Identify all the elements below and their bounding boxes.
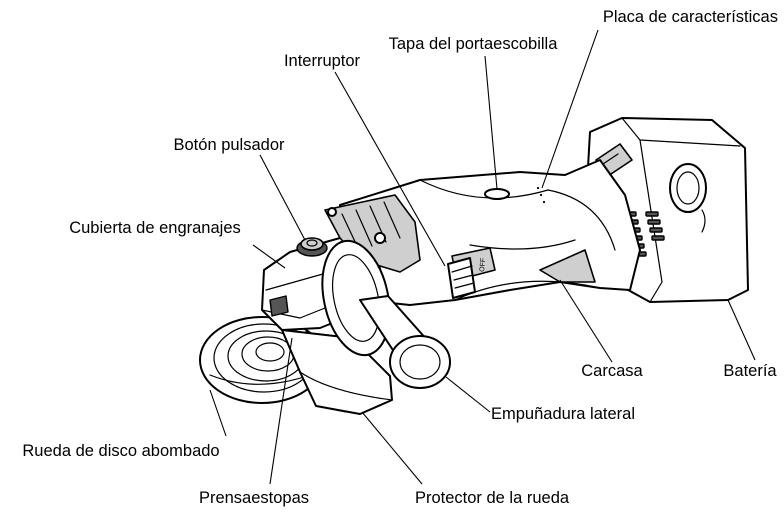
label-empunadura: Empuñadura lateral	[491, 405, 635, 423]
label-cubierta: Cubierta de engranajes	[69, 219, 241, 237]
label-protector: Protector de la rueda	[415, 489, 570, 507]
label-prensa: Prensaestopas	[199, 489, 309, 507]
label-boton: Botón pulsador	[174, 136, 286, 154]
label-tapa: Tapa del portaescobilla	[389, 35, 559, 53]
label-bateria: Batería	[723, 362, 777, 380]
switch-off-text: OFF	[479, 258, 487, 273]
label-carcasa: Carcasa	[581, 362, 643, 380]
label-interruptor: Interruptor	[284, 52, 361, 70]
push-button	[297, 238, 327, 256]
label-placa: Placa de características	[603, 8, 778, 26]
label-rueda: Rueda de disco abombado	[22, 442, 219, 460]
